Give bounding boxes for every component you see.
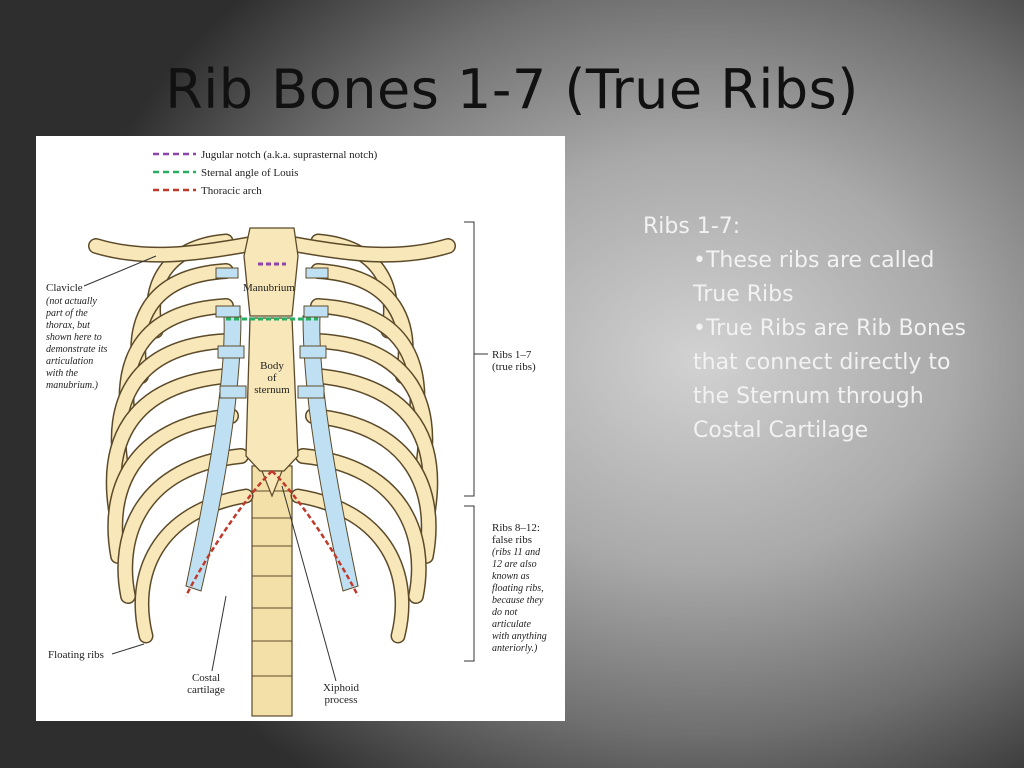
- slide-title: Rib Bones 1-7 (True Ribs): [165, 58, 859, 122]
- clavicle-label: Clavicle: [46, 282, 83, 294]
- sternum: [243, 227, 299, 498]
- ribs-8-12-note-line: do not: [492, 607, 518, 618]
- ribs-8-12-note-line: anteriorly.): [492, 643, 538, 654]
- clavicles: [88, 236, 456, 263]
- clavicle-note-line: demonstrate its: [46, 344, 107, 355]
- xiphoid-process-label: Xiphoid: [323, 682, 360, 694]
- ribs-8-12-label: Ribs 8–12:: [492, 522, 540, 534]
- text-heading: Ribs 1-7:: [643, 214, 741, 239]
- rib-cage-figure: Jugular notch (a.k.a. suprasternal notch…: [36, 136, 565, 721]
- legend-thoracic-arch: Thoracic arch: [201, 185, 262, 197]
- ribs-1-7-label: Ribs 1–7: [492, 349, 532, 361]
- figure-legend: Jugular notch (a.k.a. suprasternal notch…: [153, 149, 378, 197]
- body-of-sternum-label: Body: [260, 360, 284, 372]
- ribs-8-12-note-line: floating ribs,: [492, 583, 544, 594]
- thoracic-arch-marker: [184, 470, 360, 597]
- bullet-item: •These ribs are called True Ribs: [693, 248, 935, 307]
- ribs-8-12-bracket: [464, 505, 475, 662]
- clavicle-note-line: thorax, but: [46, 320, 90, 331]
- ribs-8-12-sublabel: false ribs: [492, 534, 532, 546]
- xiphoid-process-label: process: [325, 694, 358, 706]
- ribs-8-12-note-line: because they: [492, 595, 544, 606]
- rib-cage-illustration: Jugular notch (a.k.a. suprasternal notch…: [45, 149, 547, 717]
- ribs-8-12-note-line: known as: [492, 571, 530, 582]
- costal-cartilage-label: Costal: [192, 672, 220, 684]
- ribs-8-12-note-line: with anything: [492, 631, 547, 642]
- clavicle-note-line: shown here to: [46, 332, 102, 343]
- costal-cartilage-label: cartilage: [187, 684, 225, 696]
- clavicle-note-line: articulation: [46, 356, 93, 367]
- costal-cartilage: [185, 267, 359, 592]
- slide-text-block: Ribs 1-7: •These ribs are called True Ri…: [643, 210, 983, 448]
- clavicle-note-line: with the: [46, 368, 79, 379]
- manubrium-label: Manubrium: [243, 282, 295, 294]
- ribs-8-12-note-line: 12 are also: [492, 559, 537, 570]
- spine: [251, 465, 293, 717]
- legend-sternal-angle: Sternal angle of Louis: [201, 167, 298, 179]
- body-of-sternum-label: sternum: [254, 384, 290, 396]
- ribs-8-12-note-line: articulate: [492, 619, 531, 630]
- bullet-item: •True Ribs are Rib Bones that connect di…: [693, 316, 966, 443]
- ribs-1-7-bracket: [464, 221, 475, 497]
- legend-jugular-notch: Jugular notch (a.k.a. suprasternal notch…: [201, 149, 378, 161]
- clavicle-note-line: manubrium.): [46, 380, 99, 391]
- ribs-8-12-note-line: (ribs 11 and: [492, 547, 541, 558]
- ribs-1-7-sublabel: (true ribs): [492, 361, 536, 373]
- clavicle-note-line: (not actually: [46, 296, 97, 307]
- body-of-sternum-label: of: [267, 372, 277, 384]
- clavicle-note-line: part of the: [45, 308, 88, 319]
- floating-ribs-label: Floating ribs: [48, 649, 104, 661]
